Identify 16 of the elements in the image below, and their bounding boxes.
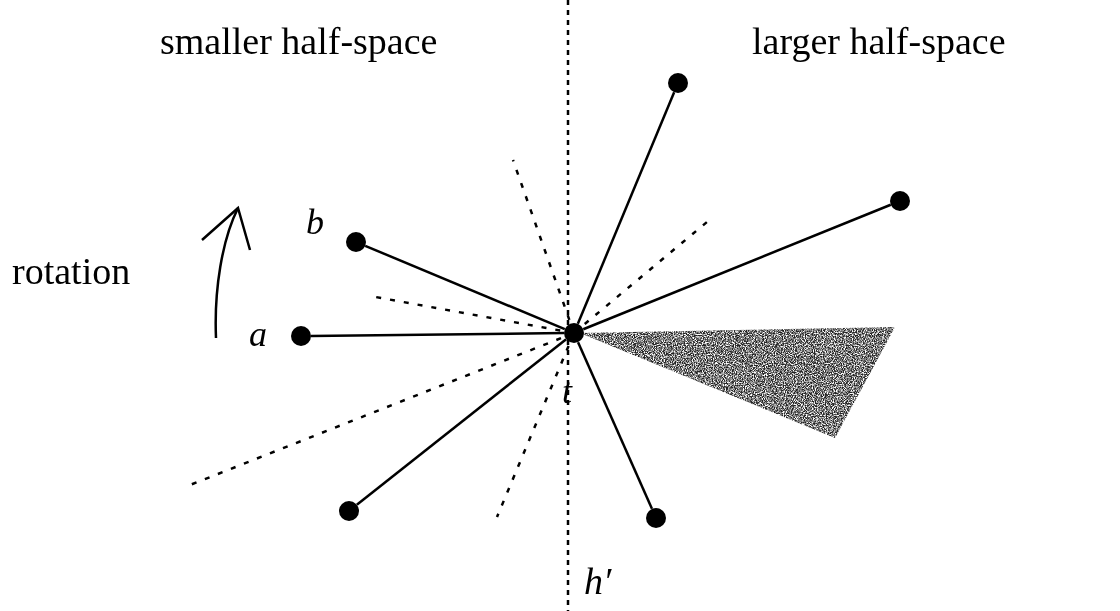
- point-marker: [646, 508, 666, 528]
- line-segment: [311, 331, 564, 338]
- line-label: h′: [584, 562, 612, 600]
- point-marker: [668, 73, 688, 93]
- line-segment: [576, 91, 676, 325]
- line-segment: [356, 338, 567, 506]
- point-marker: [339, 501, 359, 521]
- region-label: larger half-space: [752, 22, 1006, 60]
- line-segment: [576, 341, 654, 510]
- point-label: a: [249, 316, 267, 352]
- arrow-label: rotation: [12, 252, 131, 290]
- point-marker: [890, 191, 910, 211]
- line-segment: [364, 244, 566, 331]
- line-segment: [582, 203, 892, 331]
- point-label: b: [306, 204, 324, 240]
- region-label: smaller half-space: [160, 22, 438, 60]
